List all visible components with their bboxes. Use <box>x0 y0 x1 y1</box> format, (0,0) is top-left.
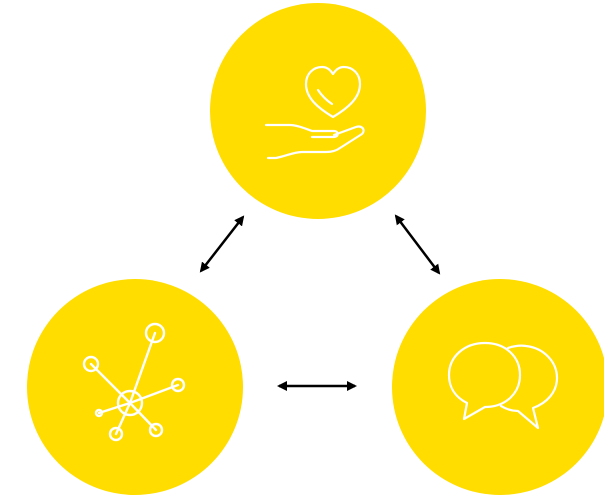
arrow-care-communication <box>394 214 441 275</box>
network-node <box>27 279 243 495</box>
heart-in-hand-icon <box>264 65 365 160</box>
arrow-care-network <box>199 215 245 273</box>
network-nodes-icon <box>82 322 186 442</box>
care-node <box>210 3 426 219</box>
care-circle <box>210 3 426 219</box>
speech-bubbles-icon <box>447 341 559 430</box>
communication-circle <box>392 279 604 495</box>
communication-node <box>392 279 604 495</box>
